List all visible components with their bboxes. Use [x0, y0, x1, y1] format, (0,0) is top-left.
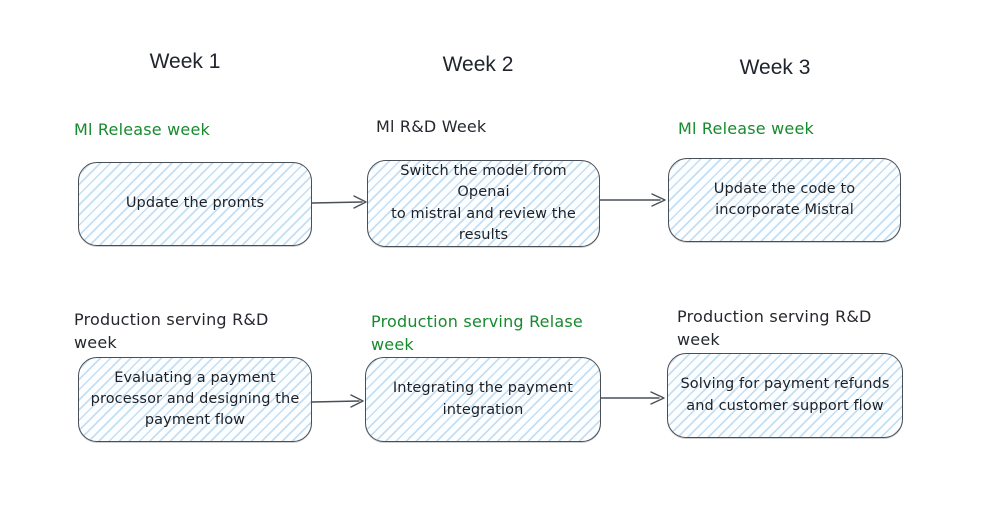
flow-arrow-3 — [311, 394, 364, 408]
week-3-header: Week 3 — [739, 56, 811, 79]
ml-release-week-label-2: Ml Release week — [678, 119, 814, 138]
flow-arrow-2 — [599, 193, 666, 207]
flow-arrow-4 — [600, 391, 665, 405]
task-box-solving-refunds: Solving for payment refunds and customer… — [667, 353, 903, 438]
production-rd-week-label-1: Production serving R&D week — [74, 310, 269, 352]
production-release-week-label: Production serving Relase week — [371, 312, 583, 354]
task-box-update-code: Update the code to incorporate Mistral — [668, 158, 901, 242]
production-rd-week-label-2: Production serving R&D week — [677, 307, 872, 349]
week-1-header: Week 1 — [149, 50, 221, 73]
week-2-header: Week 2 — [442, 53, 514, 76]
task-box-update-prompts: Update the promts — [78, 162, 312, 246]
task-box-switch-model: Switch the model from Openai to mistral … — [367, 160, 600, 247]
task-box-evaluating-payment: Evaluating a payment processor and desig… — [78, 357, 312, 442]
ml-release-week-label-1: Ml Release week — [74, 120, 210, 139]
flow-arrow-1 — [311, 195, 367, 209]
ml-rd-week-label: Ml R&D Week — [376, 117, 487, 136]
task-box-integrating-payment: Integrating the payment integration — [365, 357, 601, 442]
